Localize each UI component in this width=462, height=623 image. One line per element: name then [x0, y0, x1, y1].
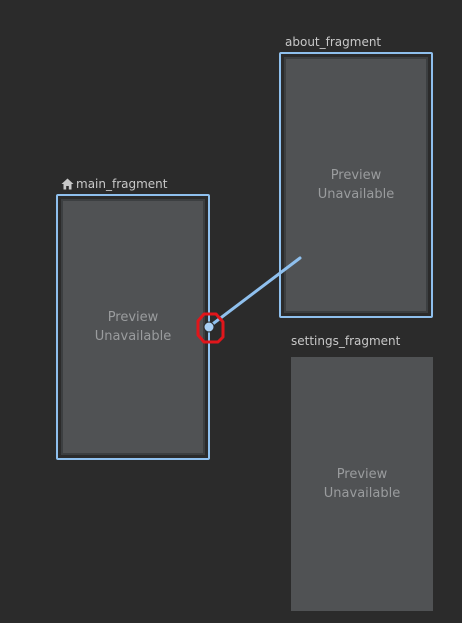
unavailable-label: Unavailable	[317, 187, 395, 202]
preview-placeholder: Preview Unavailable	[291, 357, 433, 611]
destination-title-settings: settings_fragment	[291, 334, 401, 348]
preview-label: Preview	[336, 467, 388, 482]
destination-title-main-text: main_fragment	[76, 177, 168, 191]
preview-unavailable-text: Preview Unavailable	[63, 308, 203, 346]
destination-title-main: main_fragment	[61, 177, 168, 191]
preview-unavailable-text: Preview Unavailable	[291, 465, 433, 503]
preview-unavailable-text: Preview Unavailable	[286, 166, 426, 204]
destination-settings-fragment[interactable]: Preview Unavailable	[291, 357, 433, 611]
unavailable-label: Unavailable	[323, 486, 401, 501]
preview-label: Preview	[330, 168, 382, 183]
home-icon	[61, 178, 74, 190]
preview-placeholder: Preview Unavailable	[61, 199, 205, 455]
destination-about-fragment[interactable]: Preview Unavailable	[279, 52, 433, 318]
action-drag-handle[interactable]	[203, 321, 215, 333]
preview-placeholder: Preview Unavailable	[284, 57, 428, 313]
unavailable-label: Unavailable	[94, 329, 172, 344]
destination-main-fragment[interactable]: Preview Unavailable	[56, 194, 210, 460]
preview-label: Preview	[107, 310, 159, 325]
destination-title-about: about_fragment	[285, 35, 382, 49]
